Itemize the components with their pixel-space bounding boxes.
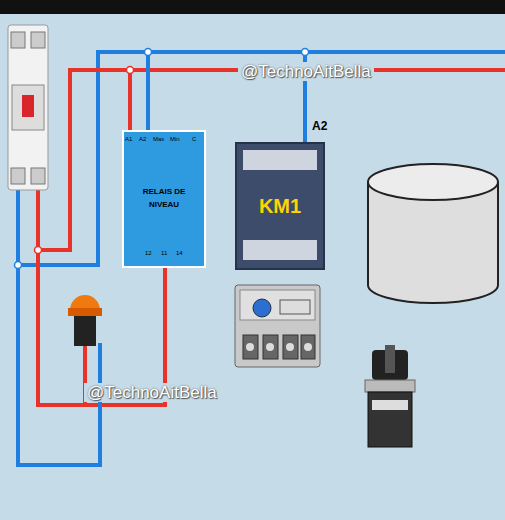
node-text: KM1 — [237, 190, 323, 222]
terminal-label: A2 — [139, 136, 146, 142]
terminal-label: 11 — [161, 250, 167, 256]
terminal-label: A1 — [125, 136, 132, 142]
terminal-strip — [243, 240, 317, 260]
contactor-box: KM1 — [235, 142, 325, 270]
coil-terminal-label: A2 — [312, 120, 327, 132]
terminal-label: Min — [170, 136, 180, 142]
terminal-label: 12 — [145, 250, 152, 256]
level-relay-box: RELAIS DE NIVEAU — [122, 130, 206, 268]
watermark: @TechnoAitBella — [238, 62, 374, 81]
terminal-strip — [243, 150, 317, 170]
terminal-label: Max — [153, 136, 164, 142]
watermark: @TechnoAitBella — [84, 383, 220, 402]
terminal-label: C — [192, 136, 196, 142]
node-text: RELAIS DE NIVEAU — [133, 186, 195, 212]
terminal-label: 14 — [176, 250, 183, 256]
